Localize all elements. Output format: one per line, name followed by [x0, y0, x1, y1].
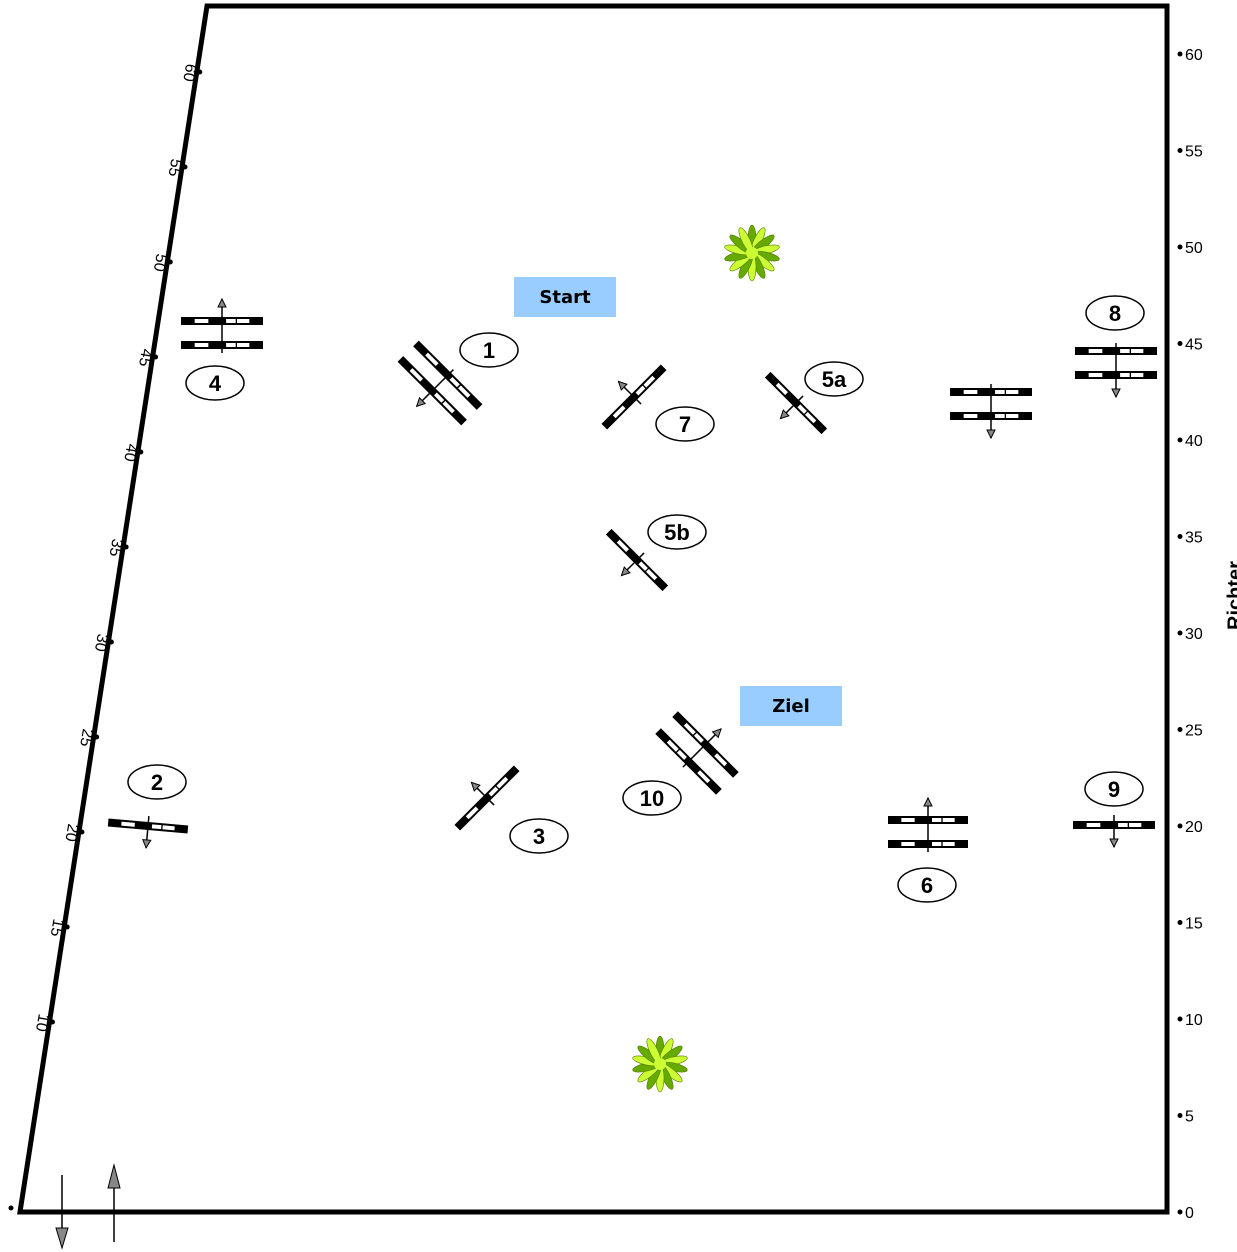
svg-text:5b: 5b — [664, 520, 690, 545]
scale-label: 35 — [1185, 530, 1203, 547]
obstacle-o6 — [888, 796, 968, 852]
scale-dot — [167, 259, 173, 265]
obstacle-number-o10: 10 — [622, 780, 682, 816]
scale-dot — [1177, 1209, 1183, 1215]
scale-dot — [108, 639, 114, 645]
ziel-label: Ziel — [740, 686, 842, 726]
obstacle-number-o1: 1 — [459, 332, 519, 368]
svg-text:6: 6 — [921, 873, 933, 898]
obstacle-number-o5a: 5a — [804, 361, 864, 397]
scale-dot — [1177, 630, 1183, 636]
arena-boundary — [17, 3, 1170, 1215]
obstacle-o9 — [1073, 815, 1155, 849]
scale-label: 45 — [1185, 337, 1203, 354]
scale-label: 15 — [1185, 916, 1203, 933]
svg-text:3: 3 — [533, 824, 545, 849]
scale-label: 30 — [1185, 626, 1203, 643]
scale-label: 10 — [1185, 1012, 1203, 1029]
plant-icon — [632, 1035, 688, 1093]
svg-text:10: 10 — [640, 786, 664, 811]
svg-text:8: 8 — [1109, 301, 1121, 326]
obstacle-o3 — [454, 765, 520, 831]
scale-dot — [153, 354, 159, 360]
svg-text:1: 1 — [483, 338, 495, 363]
obstacles: 1 2 3 4 5a 5b 6 7 8 9 10 — [107, 295, 1157, 903]
scale-label: 40 — [120, 442, 140, 463]
obstacle-number-o9: 9 — [1084, 771, 1144, 807]
scale-label: 25 — [1185, 723, 1203, 740]
scale-label: 35 — [106, 537, 126, 558]
scale-label: 60 — [1185, 47, 1203, 64]
entry-arrows — [8, 1163, 121, 1250]
scale-dot — [64, 924, 70, 930]
scale-dot — [1177, 920, 1183, 925]
scale-label: 40 — [1185, 433, 1203, 450]
scale-label: 55 — [1185, 144, 1203, 161]
scale-dot — [1177, 148, 1183, 153]
svg-text:9: 9 — [1108, 777, 1120, 802]
scale-label: 20 — [1185, 819, 1203, 836]
obstacle-number-o5b: 5b — [647, 514, 707, 550]
scale-label: 15 — [47, 917, 67, 938]
scale-dot — [182, 164, 188, 170]
scale-dot — [1177, 727, 1183, 732]
plant-icon — [724, 224, 780, 282]
scale-dot — [79, 829, 85, 835]
obstacle-number-o2: 2 — [127, 764, 187, 800]
scale-dot — [138, 449, 144, 455]
obstacle-o5a — [764, 371, 828, 435]
svg-text:4: 4 — [209, 371, 222, 396]
scale-label: 30 — [91, 632, 111, 653]
obstacle-o5b — [605, 528, 669, 592]
scale-label: 25 — [76, 727, 96, 748]
obstacle-ox — [950, 384, 1032, 440]
scale-label: 60 — [179, 62, 199, 83]
scale-dot — [49, 1019, 55, 1025]
scale-dot — [1177, 823, 1183, 829]
scale-dot — [1177, 51, 1183, 57]
obstacle-o4 — [181, 297, 263, 353]
svg-text:2: 2 — [151, 770, 163, 795]
plants — [632, 224, 780, 1093]
obstacle-o8 — [1075, 343, 1157, 399]
scale-label: 45 — [135, 347, 155, 368]
corner-dot — [8, 1205, 14, 1211]
scale-dot — [197, 69, 203, 75]
scale-dot — [123, 544, 129, 550]
obstacle-number-o7: 7 — [655, 406, 715, 442]
obstacle-o7 — [601, 364, 667, 430]
scale-dot — [1177, 437, 1183, 443]
scale-label: 50 — [1185, 240, 1203, 257]
scale-dot — [1177, 534, 1183, 539]
scale-label: 50 — [150, 252, 170, 273]
svg-text:5a: 5a — [822, 367, 847, 392]
start-label: Start — [514, 277, 616, 317]
scale-label: 55 — [164, 157, 184, 178]
scale-label: 10 — [32, 1012, 52, 1033]
scale-dot — [1177, 244, 1183, 250]
obstacle-number-o8: 8 — [1085, 295, 1145, 331]
left-scale: 10 15 20 25 30 35 40 45 50 55 60 — [32, 62, 203, 1033]
richter-label: Richter — [1224, 561, 1237, 630]
right-scale: 0 5 10 15 20 25 30 35 40 45 50 55 60 — [1177, 47, 1203, 1222]
scale-dot — [1177, 1113, 1183, 1118]
scale-dot — [1177, 1016, 1183, 1022]
obstacle-o2 — [107, 815, 189, 850]
obstacle-number-o6: 6 — [897, 867, 957, 903]
scale-label: 5 — [1185, 1109, 1194, 1126]
svg-text:7: 7 — [679, 412, 691, 437]
obstacle-number-o3: 3 — [509, 818, 569, 854]
scale-label: 0 — [1185, 1205, 1194, 1222]
scale-dot — [94, 734, 100, 740]
obstacle-number-o4: 4 — [185, 365, 245, 401]
scale-label: 20 — [61, 822, 81, 843]
obstacle-o1 — [397, 340, 483, 426]
scale-dot — [1177, 341, 1183, 346]
obstacle-o10 — [655, 711, 739, 795]
